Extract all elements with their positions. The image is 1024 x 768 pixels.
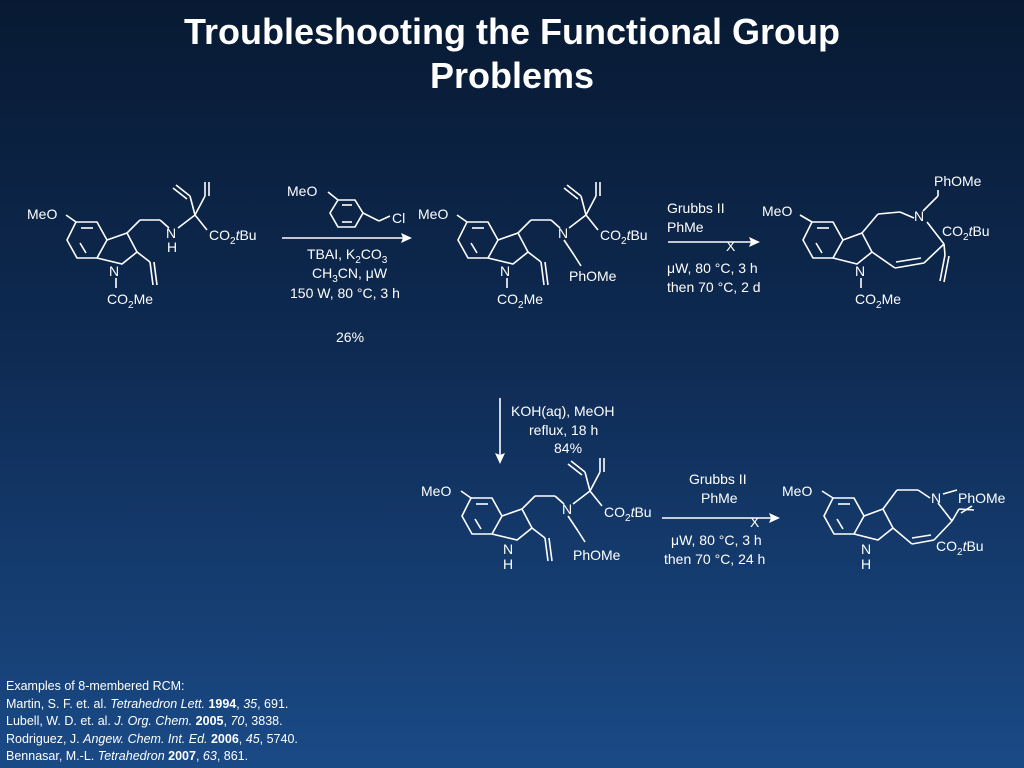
indole-n-label: N xyxy=(109,263,119,279)
step4-conditions-line2: then 70 °C, 24 h xyxy=(664,551,765,567)
references-header: Examples of 8-membered RCM: xyxy=(6,679,185,693)
indole-h-label: H xyxy=(503,556,513,572)
reference-3: Rodriguez, J. Angew. Chem. Int. Ed. 2006… xyxy=(6,731,298,746)
amine-h-label: H xyxy=(167,239,177,255)
step4-catalyst: Grubbs II xyxy=(689,471,747,487)
phome-label: PhOMe xyxy=(569,268,617,284)
step1-yield: 26% xyxy=(336,329,364,345)
failed-reaction-x-mark: X xyxy=(726,238,736,254)
reference-4: Bennasar, M.-L. Tetrahedron 2007, 63, 86… xyxy=(6,749,249,763)
step2-conditions-line1: μW, 80 °C, 3 h xyxy=(667,260,758,276)
step2-conditions-line2: then 70 °C, 2 d xyxy=(667,279,761,295)
ring-n-label: N xyxy=(914,208,924,224)
step4-conditions-line1: μW, 80 °C, 3 h xyxy=(671,532,762,548)
references: Examples of 8-membered RCM: Martin, S. F… xyxy=(6,678,298,766)
slide-title-line-1: Troubleshooting the Functional Group xyxy=(184,11,840,52)
indole-h-label: H xyxy=(861,556,871,572)
phome-label: PhOMe xyxy=(934,173,982,189)
tertiary-amine-n-label: N xyxy=(558,225,568,241)
ester-label: CO2tBu xyxy=(209,227,257,247)
phome-label: PhOMe xyxy=(958,490,1006,506)
carbamate-label: CO2Me xyxy=(107,291,153,311)
chloride-label: Cl xyxy=(392,210,405,226)
indole-n-label: N xyxy=(500,263,510,279)
tertiary-amine-n-label: N xyxy=(562,501,572,517)
methoxy-label: MeO xyxy=(418,206,448,222)
indole-n-label: N xyxy=(503,541,513,557)
reference-1: Martin, S. F. et. al. Tetrahedron Lett. … xyxy=(6,696,289,711)
structure-n-benzyl-amine: MeO N CO2tBu PhOMe N CO2Me xyxy=(418,182,648,311)
carbamate-label: CO2Me xyxy=(855,291,901,311)
step3-conditions-line2: reflux, 18 h xyxy=(529,422,598,438)
methoxy-label: MeO xyxy=(782,483,812,499)
step3-conditions-line1: KOH(aq), MeOH xyxy=(511,403,614,419)
indole-n-label: N xyxy=(855,263,865,279)
amine-n-label: N xyxy=(166,225,176,241)
slide-title: Troubleshooting the Functional Group Pro… xyxy=(0,10,1024,98)
step4-solvent: PhMe xyxy=(701,490,738,506)
methoxy-label: MeO xyxy=(27,206,57,222)
ester-label: CO2tBu xyxy=(936,538,984,558)
methoxy-label: MeO xyxy=(421,483,451,499)
step1-conditions-line2: CH3CN, μW xyxy=(312,265,388,285)
structure-target-azocine: MeO N PhOMe CO2tBu N CO2Me xyxy=(762,173,990,311)
reagent-methoxy-label: MeO xyxy=(287,183,317,199)
step2-solvent: PhMe xyxy=(667,219,704,235)
slide-title-line-2: Problems xyxy=(429,55,595,96)
structure-nh-indole-amine: MeO N CO2tBu PhOMe N H xyxy=(421,458,652,572)
phome-label: PhOMe xyxy=(573,547,621,563)
reference-2: Lubell, W. D. et. al. J. Org. Chem. 2005… xyxy=(6,714,283,728)
structure-target-nh-azocine: MeO N PhOMe CO2tBu N H xyxy=(782,483,1006,572)
step1-conditions-line3: 150 W, 80 °C, 3 h xyxy=(290,285,400,301)
carbamate-label: CO2Me xyxy=(497,291,543,311)
methoxy-label: MeO xyxy=(762,203,792,219)
step2-catalyst: Grubbs II xyxy=(667,200,725,216)
ester-label: CO2tBu xyxy=(942,223,990,243)
step3-yield: 84% xyxy=(554,440,582,456)
failed-reaction-x-mark: X xyxy=(750,514,760,530)
step1-conditions-line1: TBAI, K2CO3 xyxy=(307,246,388,266)
ring-n-label: N xyxy=(931,490,941,506)
structure-amine-starting-material: MeO N H CO2tBu N CO2Me xyxy=(27,182,257,311)
ester-label: CO2tBu xyxy=(604,504,652,524)
ester-label: CO2tBu xyxy=(600,227,648,247)
structure-benzyl-chloride-reagent: MeO Cl xyxy=(287,183,405,228)
indole-n-label: N xyxy=(861,541,871,557)
